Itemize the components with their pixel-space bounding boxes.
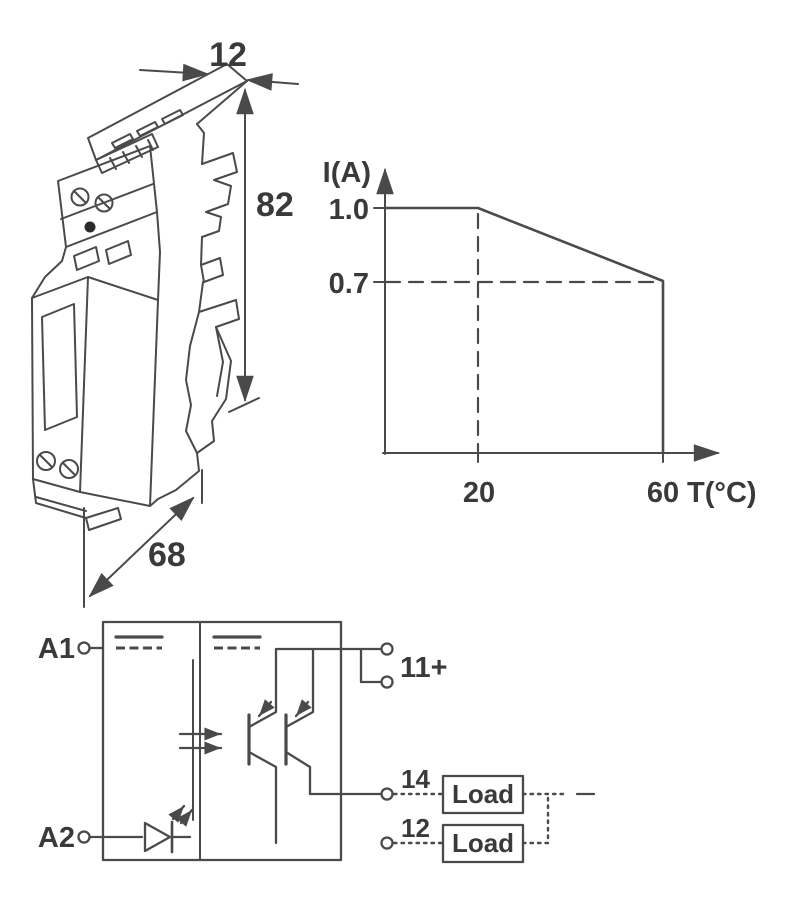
ridge-line	[147, 139, 154, 151]
circuit-diagram: A1 A2	[38, 620, 596, 864]
dimension-height: 82	[228, 87, 294, 413]
terminal-11plus-label: 11+	[400, 652, 448, 684]
dotted-wire	[521, 795, 550, 845]
dim-line	[245, 73, 299, 91]
top-terminal-screws	[70, 187, 114, 213]
transistor-collector	[247, 647, 278, 729]
dim-depth-label: 68	[148, 536, 186, 574]
screw-slot	[39, 454, 53, 468]
photo-arrow	[294, 699, 312, 718]
terminal-11plus: 11+	[274, 642, 448, 689]
screw-icon	[94, 193, 114, 213]
terminal-12: 12 Load	[380, 795, 550, 864]
screw-slot	[73, 190, 87, 204]
derating-curve	[383, 206, 665, 454]
terminal-a1: A1	[38, 633, 105, 665]
top-face-slot	[136, 121, 159, 137]
dc-symbol-icon	[212, 635, 262, 650]
module-isometric-drawing: 12 82 68	[31, 36, 299, 608]
clip	[73, 246, 100, 271]
din-rail-clip	[149, 152, 240, 507]
screw-slot	[62, 462, 76, 476]
rail-notch	[201, 211, 222, 238]
optical-coupling-icon	[178, 727, 223, 755]
transistor-emitter	[247, 750, 278, 845]
dim-line	[88, 496, 195, 598]
body-side-face	[79, 276, 159, 507]
terminal-a2-label: A2	[38, 822, 75, 854]
rail-edge	[200, 236, 203, 266]
dim-line	[139, 63, 210, 82]
ridge-line	[135, 145, 143, 158]
led-light-arrow	[176, 808, 194, 827]
terminal-block-divider	[60, 183, 154, 220]
dim-width-label: 12	[209, 36, 247, 74]
x-tick-label-60: 60	[647, 477, 679, 509]
dim-height-label: 82	[256, 186, 294, 224]
module-top-face	[87, 63, 248, 161]
terminal-circle	[380, 836, 394, 850]
circuit-box	[101, 620, 343, 862]
load-label: Load	[452, 779, 514, 809]
ridged-slope	[95, 133, 159, 174]
y-axis-label: I(A)	[323, 157, 371, 189]
ridge-line	[122, 151, 130, 164]
derating-chart: I(A) 1.0 0.7 20 60 T(°C)	[323, 157, 757, 509]
phototransistor-2	[284, 647, 315, 796]
photo-arrow	[257, 699, 275, 718]
led-diode-icon	[101, 804, 194, 854]
led-indicator-icon	[84, 221, 96, 233]
screw-icon	[59, 459, 79, 479]
transistor-emitter	[284, 750, 312, 796]
x-axis-label: T(°C)	[687, 477, 757, 509]
load-label: Load	[452, 828, 514, 858]
y-tick-label-1.0: 1.0	[329, 194, 369, 226]
dc-symbol-icon	[114, 635, 164, 650]
dimension-depth: 68	[83, 469, 203, 608]
dim-extension	[228, 397, 260, 413]
top-face-slot	[161, 109, 184, 125]
y-tick-label-0.7: 0.7	[329, 268, 369, 300]
terminal-12-label: 12	[401, 813, 430, 843]
bottom-foot-inner	[35, 496, 87, 512]
front-right-edge	[196, 123, 205, 165]
screw-icon	[70, 187, 90, 207]
bottom-terminal-screws	[36, 451, 79, 479]
terminal-14-label: 14	[401, 764, 430, 794]
label-window	[41, 303, 78, 431]
terminal-circle	[380, 787, 394, 801]
terminal-circle	[380, 642, 394, 656]
dimension-width: 12	[139, 36, 299, 91]
rail-hook	[201, 152, 238, 213]
rail-foot	[185, 299, 240, 454]
terminal-circle	[77, 830, 91, 844]
terminal-circle	[380, 675, 394, 689]
wire-bracket	[359, 647, 383, 684]
rail-edge	[198, 281, 204, 313]
terminal-14: 14 Load	[308, 764, 596, 815]
led-light-arrow	[168, 804, 186, 823]
top-face-slot	[111, 133, 134, 149]
neck-right-edge	[156, 211, 161, 301]
phototransistor-1	[247, 647, 278, 845]
terminal-a2: A2	[38, 822, 105, 854]
screw-slot	[97, 196, 111, 210]
neck-left-edge	[31, 246, 67, 299]
rail-foot-inner	[215, 326, 224, 397]
clip	[105, 240, 132, 265]
transistor-collector	[284, 647, 315, 729]
rail-clip2	[200, 257, 224, 283]
terminal-circle	[77, 641, 91, 655]
screw-icon	[36, 451, 56, 471]
bottom-foot	[32, 478, 119, 519]
bottom-foot-tab	[85, 507, 122, 531]
terminal-block-face	[57, 145, 158, 248]
terminal-a1-label: A1	[38, 633, 75, 665]
x-tick-label-20: 20	[463, 477, 495, 509]
led-triangle	[143, 821, 172, 853]
